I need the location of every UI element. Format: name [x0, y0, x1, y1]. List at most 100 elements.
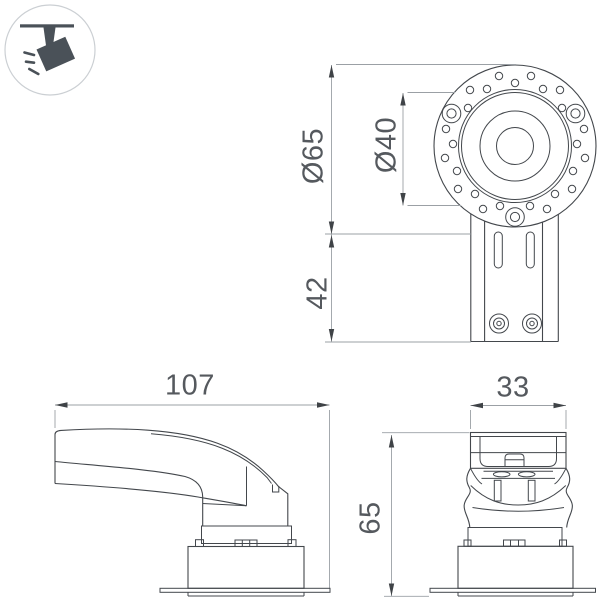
arm-bottom-edge [54, 482, 247, 507]
arrowhead [328, 235, 335, 248]
mounting-hole [495, 201, 505, 211]
dim-label-length: 107 [165, 369, 215, 402]
dim-bracket-height [325, 234, 471, 343]
mounting-hole [448, 139, 458, 149]
side-view [54, 402, 331, 597]
arm-outline [54, 428, 289, 526]
lens-circle [479, 110, 551, 182]
mounting-hole [470, 189, 480, 199]
dim-lens-diameter [400, 92, 461, 206]
dim-label-outer-diameter: Ø65 [297, 127, 330, 185]
dim-label-bracket-height: 42 [301, 276, 334, 310]
top-view-outer-circle [433, 64, 597, 228]
shoulder-curves [470, 468, 567, 485]
mounting-hole [538, 84, 548, 94]
mounting-hole [494, 71, 504, 81]
left-silhouette [463, 468, 471, 528]
housing-bottom [457, 592, 574, 597]
mounting-hole [572, 139, 582, 149]
mounting-hole [542, 204, 552, 214]
mounting-hole [465, 85, 475, 95]
spotlight-stem [43, 27, 56, 46]
arrowhead [400, 193, 406, 206]
dim-label-lens-diameter: Ø40 [370, 116, 403, 174]
connector-detail [241, 540, 251, 547]
bracket-screw [489, 313, 509, 334]
mounting-hole [579, 124, 589, 134]
spotlight-body [36, 36, 76, 72]
mounting-hole [441, 124, 451, 134]
base-step [467, 527, 563, 547]
mounting-bracket [470, 213, 559, 343]
arm-notch [272, 484, 280, 493]
track-spotlight-icon [20, 24, 76, 76]
adjustable-arm-body [54, 428, 289, 526]
dim-height [382, 432, 470, 597]
trim-flange [429, 587, 596, 593]
dim-label-width: 33 [496, 371, 530, 404]
arrowhead [328, 65, 335, 78]
mounting-hole [463, 103, 473, 113]
arrowhead [317, 402, 330, 408]
arrowhead [328, 221, 335, 234]
bracket-slot [493, 231, 503, 269]
lower-cup-curve [472, 507, 565, 512]
mounting-hole [510, 78, 520, 88]
spring-post [527, 479, 536, 502]
mounting-hole [526, 71, 536, 81]
front-view-body [463, 431, 573, 528]
bezel-ring-inner [461, 92, 569, 200]
right-silhouette [565, 468, 573, 528]
arrowhead [400, 93, 406, 106]
screw-hole-inner [446, 108, 457, 119]
arm-mid-edge [54, 460, 204, 526]
screw-hole [565, 103, 586, 124]
mounting-hole [557, 103, 567, 113]
reflector-cup-curve [470, 485, 567, 506]
screw-holes [441, 103, 586, 227]
mounting-hole [580, 153, 590, 163]
vent-slot [517, 471, 536, 478]
front-view [382, 402, 596, 597]
bracket-slot [525, 231, 535, 269]
bracket-screw [522, 313, 542, 334]
arrowhead [328, 329, 335, 342]
arm-crease-base [202, 503, 247, 507]
arrowhead [470, 402, 483, 409]
product-type-badge [4, 4, 96, 96]
housing-panel [479, 436, 557, 467]
top-view [325, 64, 597, 343]
connector-detail [510, 540, 519, 547]
trim-flange [159, 587, 331, 593]
bezel-ring-outer [458, 89, 572, 203]
center-hole [496, 127, 534, 165]
base-tab [559, 539, 567, 547]
dim-width [470, 402, 567, 429]
vent-slot [492, 471, 511, 478]
side-view-base [159, 525, 331, 597]
dim-outer-diameter [325, 64, 516, 235]
mounting-hole [440, 153, 450, 163]
arrowhead [553, 402, 566, 409]
top-housing [469, 431, 567, 469]
mounting-hole [482, 84, 492, 94]
mounting-hole [555, 85, 565, 95]
clip-tab [504, 453, 525, 467]
dim-label-height: 65 [354, 501, 387, 535]
housing-bottom [187, 592, 305, 597]
mounting-hole [567, 184, 577, 194]
housing-box [457, 545, 574, 589]
mounting-hole [568, 166, 578, 176]
mounting-holes-ring [440, 71, 590, 214]
connector-block [503, 539, 526, 547]
screw-hole [505, 207, 525, 227]
arrowhead [388, 583, 395, 596]
arrowhead [55, 402, 68, 408]
extension-line [470, 410, 567, 429]
base-step [201, 525, 292, 544]
mounting-hole [550, 189, 560, 199]
light-rays-icon [23, 51, 40, 76]
spring-post [493, 479, 502, 502]
screw-hole-inner [570, 108, 581, 119]
